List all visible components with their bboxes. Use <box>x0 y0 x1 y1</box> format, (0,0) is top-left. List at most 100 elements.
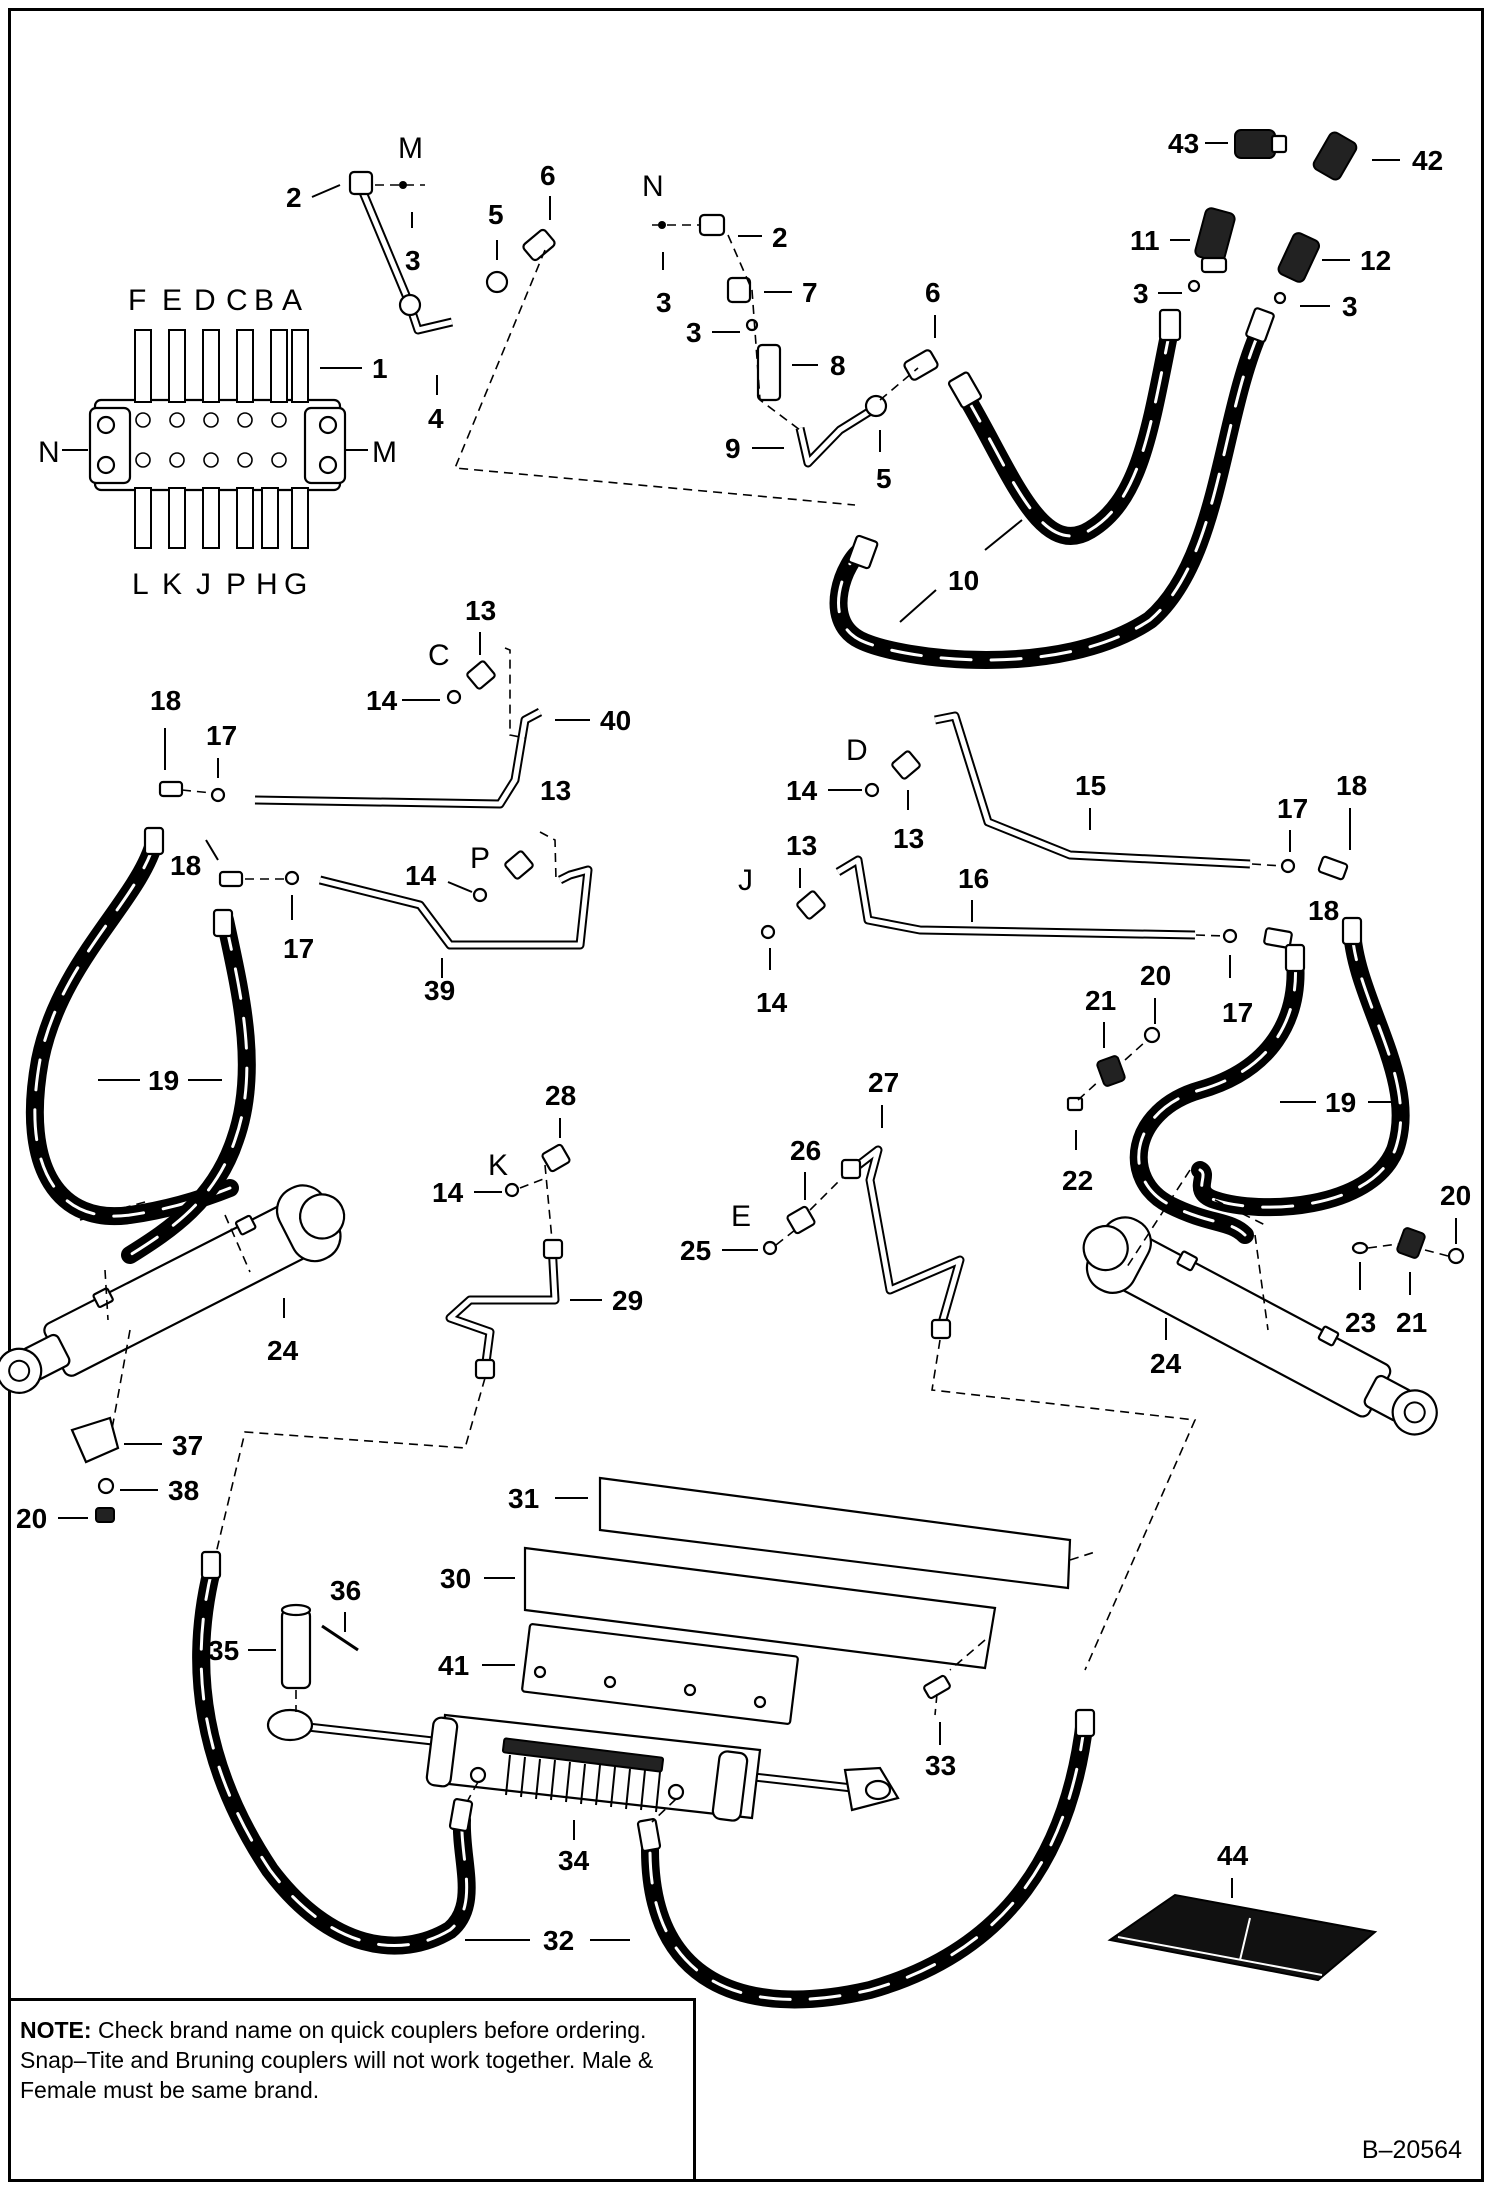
right-cylinder-hoses <box>1066 916 1465 1436</box>
callout-14c: 14 <box>786 775 818 806</box>
callout-2a: 2 <box>286 182 302 213</box>
callout-21a: 21 <box>1085 985 1116 1016</box>
valve-port-labels-top: F E D C B A <box>128 284 302 317</box>
fitting-label-N: N <box>642 170 664 203</box>
callout-10: 10 <box>948 565 979 596</box>
note-body: Check brand name on quick couplers befor… <box>20 2017 654 2103</box>
tube-40-39-group <box>158 647 593 950</box>
callout-43: 43 <box>1168 128 1199 159</box>
decal-44 <box>1107 1893 1378 1982</box>
callout-44: 44 <box>1217 1840 1249 1871</box>
callout-18c: 18 <box>1336 770 1367 801</box>
callout-20a: 20 <box>16 1503 47 1534</box>
port-D: D <box>194 284 216 317</box>
steering-cylinder <box>266 1708 900 1822</box>
callout-32: 32 <box>543 1925 574 1956</box>
callout-39: 39 <box>424 975 455 1006</box>
hose-10-pair <box>829 307 1275 669</box>
port-K: K <box>162 568 182 601</box>
callout-3b: 3 <box>656 287 672 318</box>
callout-40: 40 <box>600 705 631 736</box>
callout-25: 25 <box>680 1235 711 1266</box>
pin-and-cotter <box>280 1603 359 1712</box>
fitting-group-m <box>348 170 856 506</box>
callout-24a: 24 <box>267 1335 299 1366</box>
callout-20b: 20 <box>1140 960 1171 991</box>
fitting-label-M: M <box>398 132 423 165</box>
callout-36: 36 <box>330 1575 361 1606</box>
port-G: G <box>284 568 307 601</box>
callout-8: 8 <box>830 350 846 381</box>
callout-19b: 19 <box>1325 1087 1356 1118</box>
port-E: E <box>162 284 182 317</box>
callout-31: 31 <box>508 1483 539 1514</box>
port-C: C <box>226 284 248 317</box>
callout-18b: 18 <box>170 850 201 881</box>
callout-33: 33 <box>925 1750 956 1781</box>
callout-17c: 17 <box>1277 793 1308 824</box>
callout-18a: 18 <box>150 685 181 716</box>
port-H: H <box>256 568 278 601</box>
callout-13d: 13 <box>786 830 817 861</box>
callout-38: 38 <box>168 1475 199 1506</box>
left-cylinder-hoses <box>0 826 346 1523</box>
callout-3e: 3 <box>1342 291 1358 322</box>
callout-15: 15 <box>1075 770 1106 801</box>
callout-14e: 14 <box>432 1177 464 1208</box>
port-J: J <box>196 568 211 601</box>
port-F: F <box>128 284 146 317</box>
callout-17b: 17 <box>283 933 314 964</box>
callout-1: 1 <box>372 353 388 384</box>
callout-11: 11 <box>1130 225 1160 256</box>
callout-7: 7 <box>802 277 818 308</box>
callout-14d: 14 <box>756 987 788 1018</box>
callout-21b: 21 <box>1396 1307 1427 1338</box>
fitting-group-n <box>652 213 939 468</box>
fitting-label-J: J <box>738 864 753 897</box>
callout-14b: 14 <box>405 860 437 891</box>
callout-42: 42 <box>1412 145 1443 176</box>
port-M: M <box>372 436 397 469</box>
callout-27: 27 <box>868 1067 899 1098</box>
callout-6a: 6 <box>540 160 556 191</box>
port-L: L <box>132 568 149 601</box>
hose-32-pair <box>192 1550 1096 2009</box>
drawing-number: B–20564 <box>1361 2136 1462 2164</box>
callout-16: 16 <box>958 863 989 894</box>
callout-28: 28 <box>545 1080 576 1111</box>
fitting-label-P: P <box>470 842 490 875</box>
callout-14a: 14 <box>366 685 398 716</box>
valve-port-labels-bottom: L K J P H G <box>132 568 307 601</box>
callout-29: 29 <box>612 1285 643 1316</box>
callout-6b: 6 <box>925 277 941 308</box>
fitting-label-E: E <box>731 1200 751 1233</box>
callout-9: 9 <box>725 433 741 464</box>
shields <box>521 1476 1096 1725</box>
callout-23: 23 <box>1345 1307 1376 1338</box>
callout-5a: 5 <box>488 199 504 230</box>
tube-27-group <box>762 1145 1197 1671</box>
callout-13a: 13 <box>465 595 496 626</box>
note-box: NOTE: Check brand name on quick couplers… <box>8 1998 696 2182</box>
callout-18d: 18 <box>1308 895 1339 926</box>
callout-30: 30 <box>440 1563 471 1594</box>
callout-26: 26 <box>790 1135 821 1166</box>
callout-3c: 3 <box>686 317 702 348</box>
fitting-label-K: K <box>488 1149 508 1182</box>
clamp-upper <box>1066 1026 1161 1112</box>
callout-34: 34 <box>558 1845 590 1876</box>
port-B: B <box>254 284 274 317</box>
callout-35: 35 <box>208 1635 239 1666</box>
callout-24b: 24 <box>1150 1348 1182 1379</box>
callout-17d: 17 <box>1222 997 1253 1028</box>
fitting-label-D: D <box>846 734 868 767</box>
callout-12: 12 <box>1360 245 1391 276</box>
fitting-label-C: C <box>428 639 450 672</box>
callout-22: 22 <box>1062 1165 1093 1196</box>
callout-13c: 13 <box>893 823 924 854</box>
callout-13b: 13 <box>540 775 571 806</box>
clamp-lower <box>1351 1227 1465 1265</box>
control-valve <box>88 329 347 549</box>
callout-20c: 20 <box>1440 1180 1471 1211</box>
